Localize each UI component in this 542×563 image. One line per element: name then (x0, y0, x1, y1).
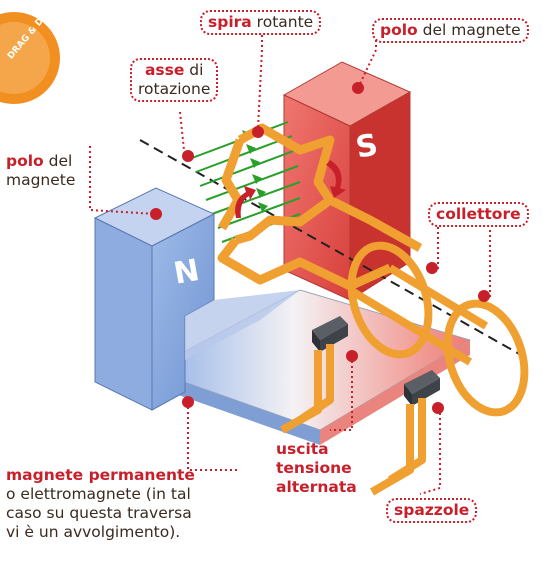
label-magnet-pole-right-highlight: polo (380, 21, 418, 39)
north-pole-block (93, 187, 300, 411)
label-permanent-magnet-highlight: magnete permanente (6, 466, 195, 484)
label-rotating-coil-rest: rotante (251, 13, 314, 31)
label-ac-output: uscita tensione alternata (276, 440, 357, 497)
label-brushes: spazzole (386, 498, 478, 523)
label-magnet-pole-right: polo del magnete (372, 18, 529, 43)
rotation-arrows (235, 160, 346, 218)
label-commutator: collettore (428, 202, 529, 227)
label-permanent-magnet-line3: caso su questa traversa (6, 504, 192, 522)
label-axis-rest: di (184, 61, 204, 79)
leader-dots (150, 82, 490, 414)
output-wires (280, 344, 426, 496)
label-magnet-pole-left-highlight: polo (6, 152, 44, 170)
brushes (312, 316, 440, 406)
ring-shaft (347, 264, 489, 366)
label-axis-line2: rotazione (138, 80, 211, 98)
label-output-line1: uscita (276, 440, 329, 458)
label-rotating-coil: spira rotante (200, 10, 322, 35)
label-permanent-magnet-line4: vi è un avvolgimento). (6, 523, 181, 541)
label-magnet-pole-left-rest: del (43, 152, 73, 170)
drag-drop-badge (0, 12, 60, 104)
label-permanent-magnet: magnete permanente o elettromagnete (in … (6, 466, 195, 542)
label-output-line3: alternata (276, 478, 357, 496)
label-rotating-coil-highlight: spira (208, 13, 252, 31)
label-magnet-pole-left-line2: magnete (6, 171, 76, 189)
rotating-coil (217, 123, 423, 291)
north-pole-letter: N (171, 253, 202, 292)
label-commutator-highlight: collettore (436, 205, 521, 223)
label-permanent-magnet-line2: o elettromagnete (in tal (6, 485, 191, 503)
label-brushes-highlight: spazzole (394, 501, 470, 519)
magnet-base (148, 289, 472, 445)
label-magnet-pole-left: polo del magnete (6, 152, 75, 190)
label-magnet-pole-right-rest: del magnete (417, 21, 521, 39)
label-rotation-axis: asse di rotazione (130, 58, 219, 102)
label-axis-highlight: asse (144, 61, 185, 79)
rotation-axis-line (139, 139, 531, 361)
label-output-line2: tensione (276, 459, 352, 477)
